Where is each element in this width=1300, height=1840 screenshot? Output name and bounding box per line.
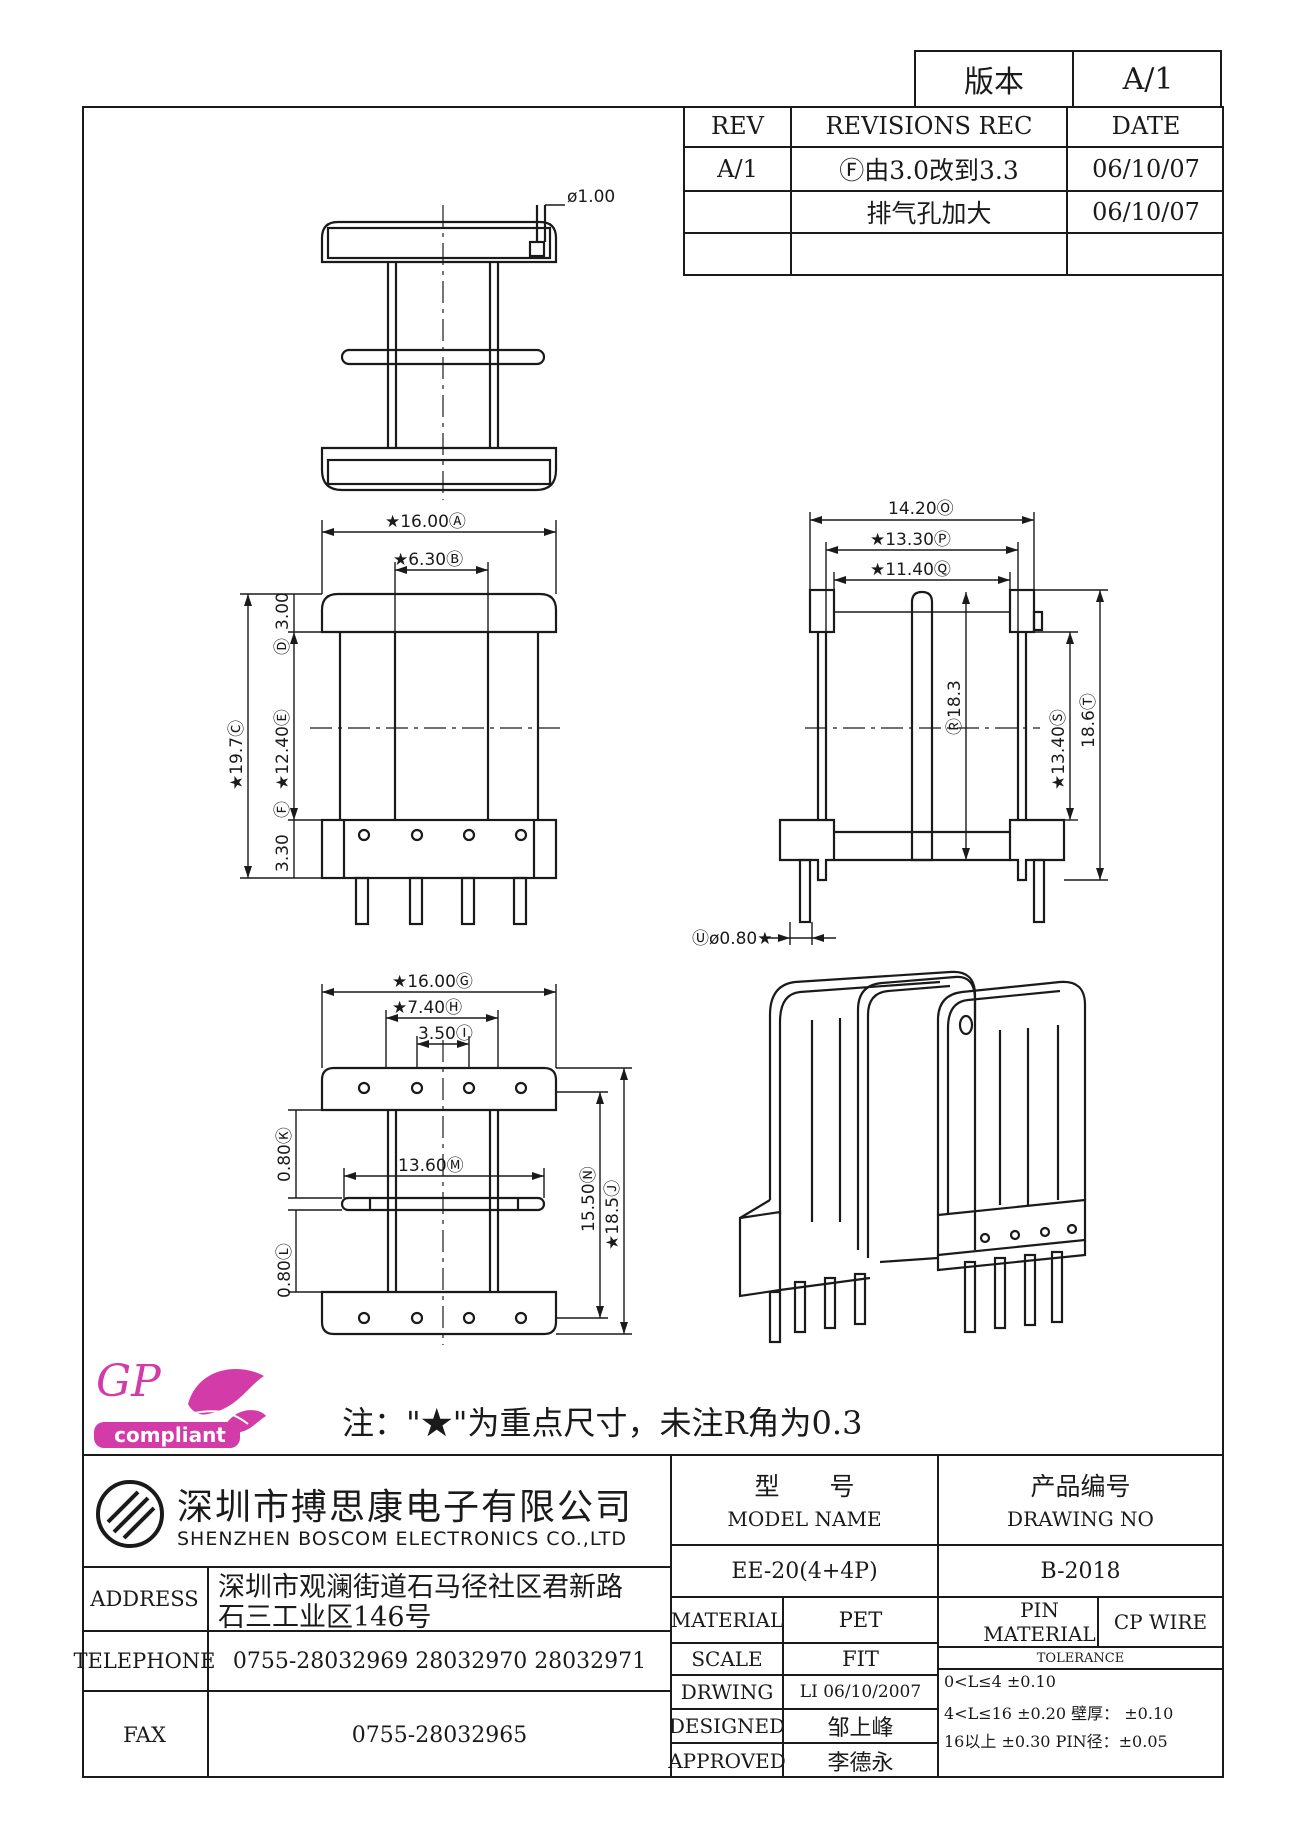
dim-r-label: Ⓡ18.3 <box>945 680 965 735</box>
side-view <box>768 512 1108 945</box>
dim-k-label: 0.80Ⓚ <box>275 1127 295 1182</box>
drwing-label: DRWING <box>680 1680 774 1704</box>
compliant-text: compliant <box>114 1423 226 1447</box>
date-row-2: 06/10/07 <box>1092 198 1200 226</box>
model-en-label: MODEL NAME <box>727 1507 882 1531</box>
dim-c-label: ★19.7Ⓒ <box>227 720 247 790</box>
rev-row-1: A/1 <box>717 155 758 183</box>
version-box: 版本 A/1 <box>914 50 1222 106</box>
version-label: 版本 <box>916 52 1074 106</box>
model-value: EE-20(4+4P) <box>731 1558 878 1584</box>
dim-bot-label: 3.30 <box>273 834 293 872</box>
model-cn-label: 型 号 <box>754 1472 855 1501</box>
dim-o-label: 14.20Ⓞ <box>888 499 954 519</box>
dim-f-label: Ⓕ <box>273 801 293 818</box>
isometric-view <box>738 970 1087 1344</box>
date-row-1: 06/10/07 <box>1092 155 1200 183</box>
approved-value: 李德永 <box>827 1751 894 1776</box>
company-name-en: SHENZHEN BOSCOM ELECTRONICS CO.,LTD <box>177 1528 628 1550</box>
tolerance-row-3: 16以上 ±0.30 PIN径：±0.05 <box>944 1732 1168 1751</box>
fax-label: FAX <box>123 1723 166 1747</box>
material-label: MATERIAL <box>670 1608 784 1632</box>
drawing-no-value: B-2018 <box>1040 1558 1121 1584</box>
address-line-2: 石三工业区146号 <box>218 1602 432 1633</box>
pin-material-value: CP WIRE <box>1113 1610 1208 1634</box>
dim-q-label: ★11.40Ⓠ <box>870 560 951 580</box>
rec-header: REVISIONS REC <box>825 112 1033 140</box>
material-value: PET <box>838 1608 883 1632</box>
dim-b-label: ★6.30Ⓑ <box>393 550 463 570</box>
tolerance-row-1: 0<L≤4 ±0.10 <box>944 1672 1056 1691</box>
address-label: ADDRESS <box>90 1587 199 1611</box>
scale-value: FIT <box>842 1647 879 1671</box>
rev-header: REV <box>711 112 764 140</box>
rec-row-1: Ⓕ由3.0改到3.3 <box>839 156 1019 185</box>
date-header: DATE <box>1111 112 1181 140</box>
front-view <box>240 520 560 926</box>
dim-d-label: Ⓓ <box>273 638 293 655</box>
designed-value: 邹上峰 <box>827 1716 894 1741</box>
pin-material-label: PIN MATERIAL <box>983 1598 1096 1646</box>
gp-text: GP <box>96 1356 161 1407</box>
technical-drawing: ø1.00 ★16.00Ⓐ ★6.30Ⓑ ★19.7Ⓒ 3.00 Ⓓ ★12.4… <box>227 187 1108 1345</box>
dim-t-label: 18.6Ⓣ <box>1079 693 1099 748</box>
dim-e-label: ★12.40Ⓔ <box>273 709 293 790</box>
dim-j-label: ★18.5Ⓙ <box>603 1180 623 1250</box>
dim-n-label: 15.50Ⓝ <box>579 1166 599 1232</box>
drawing-note: 注："★"为重点尺寸，未注R角为0.3 <box>342 1404 863 1442</box>
revisions-table: REV REVISIONS REC DATE A/1 Ⓕ由3.0改到3.3 06… <box>683 106 1224 276</box>
dim-p-label: ★13.30Ⓟ <box>870 530 951 550</box>
gp-compliant-logo: GP compliant <box>88 1356 268 1456</box>
dim-l-label: 0.80Ⓛ <box>275 1243 295 1298</box>
drwing-value: LI 06/10/2007 <box>799 1682 922 1702</box>
dim-top-label: 3.00 <box>273 592 293 630</box>
tolerance-label: TOLERANCE <box>1036 1650 1125 1666</box>
fax-value: 0755-28032965 <box>351 1722 528 1748</box>
dim-m-label: 13.60Ⓜ <box>398 1156 464 1176</box>
leaf-icon <box>94 1369 266 1448</box>
dim-u-label: Ⓤø0.80★ <box>692 929 773 949</box>
company-name-cn: 深圳市搏思康电子有限公司 <box>177 1487 634 1528</box>
top-view <box>320 204 565 500</box>
dim-g-label: ★16.00Ⓖ <box>392 972 473 992</box>
dim-s-label: ★13.40Ⓢ <box>1049 709 1069 790</box>
boscom-logo-icon <box>96 1480 164 1548</box>
drawing-frame <box>82 106 1224 1778</box>
dim-i-label: 3.50Ⓘ <box>418 1024 473 1044</box>
address-line-1: 深圳市观澜街道石马径社区君新路 <box>218 1572 623 1603</box>
approved-label: APPROVED <box>668 1749 786 1773</box>
dim-a-label: ★16.00Ⓐ <box>385 512 466 532</box>
drawing-cn-label: 产品编号 <box>1030 1472 1131 1501</box>
rec-row-2: 排气孔加大 <box>866 199 992 228</box>
hole-dia-label: ø1.00 <box>567 187 615 207</box>
scale-label: SCALE <box>691 1647 763 1671</box>
bottom-view <box>288 984 632 1345</box>
designed-label: DESIGNED <box>668 1714 786 1738</box>
title-block: 深圳市搏思康电子有限公司 SHENZHEN BOSCOM ELECTRONICS… <box>73 1454 1224 1778</box>
telephone-label: TELEPHONE <box>73 1649 216 1673</box>
tolerance-row-2: 4<L≤16 ±0.20 壁厚： ±0.10 <box>944 1704 1174 1723</box>
dim-h-label: ★7.40Ⓗ <box>392 998 462 1018</box>
version-value: A/1 <box>1122 61 1174 97</box>
telephone-value: 0755-28032969 28032970 28032971 <box>232 1648 647 1674</box>
drawing-en-label: DRAWING NO <box>1007 1507 1154 1531</box>
